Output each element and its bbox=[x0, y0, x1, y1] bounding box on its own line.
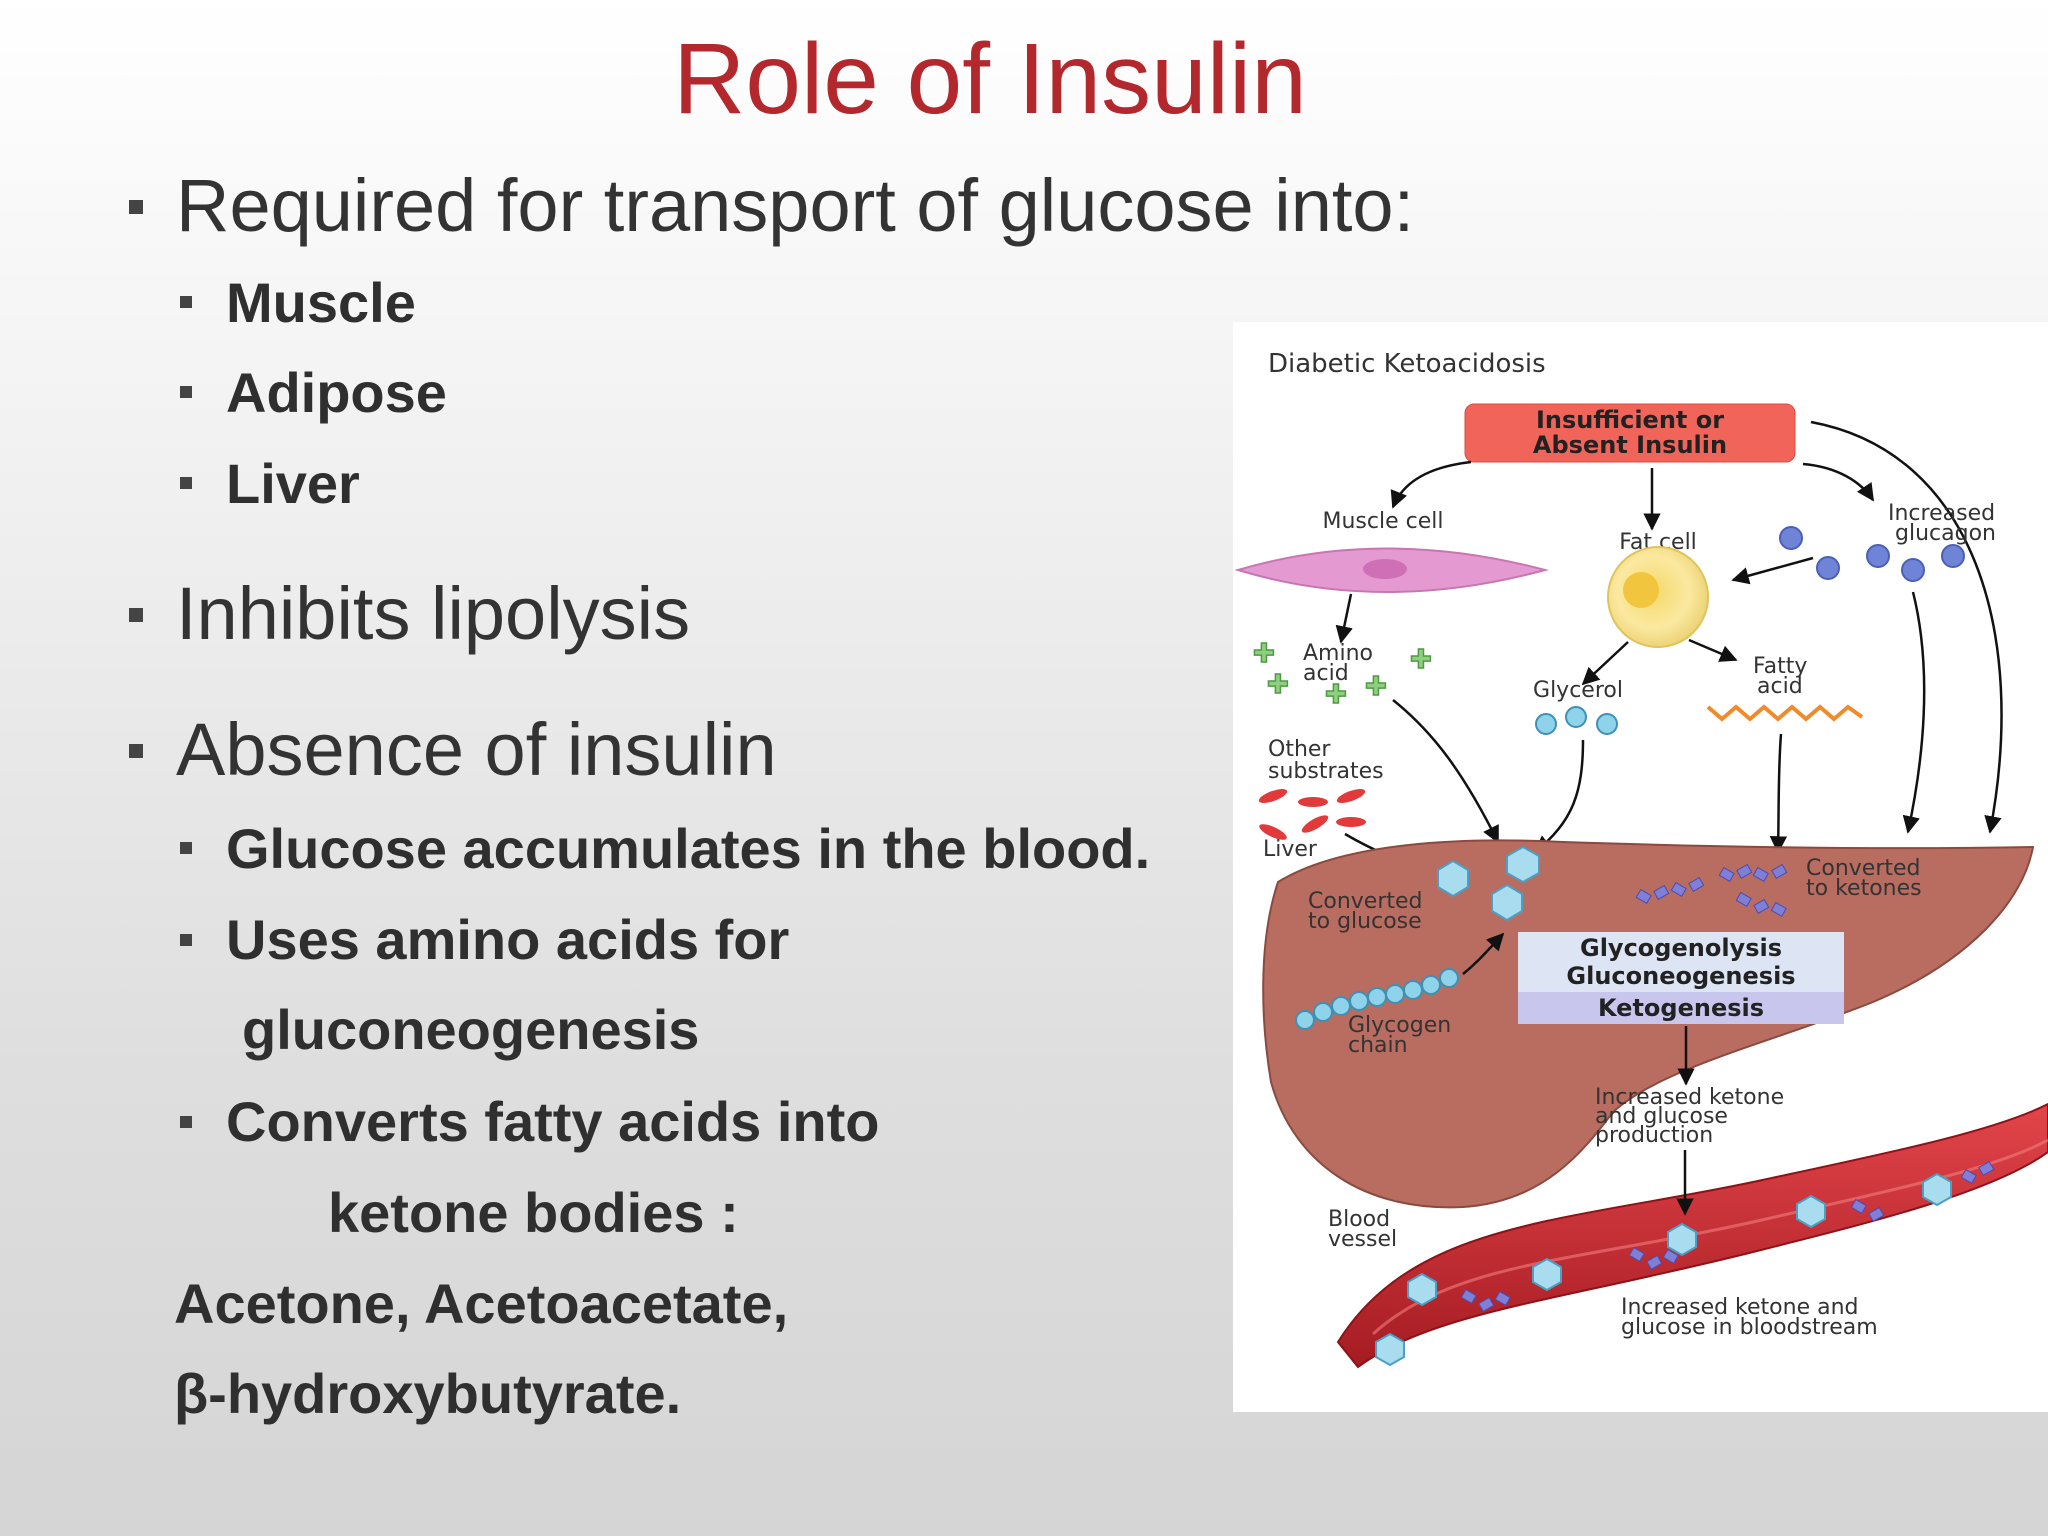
dka-diagram: Diabetic Ketoacidosis Insufficient or Ab… bbox=[1233, 322, 2048, 1412]
glycerol-label: Glycerol bbox=[1533, 678, 1623, 703]
fat-cell-nucleus bbox=[1623, 572, 1659, 608]
insulin-box bbox=[1464, 403, 1796, 463]
blood-vessel-line2: vessel bbox=[1328, 1227, 1397, 1252]
fatty-acid-chain bbox=[1706, 704, 1864, 722]
fatty-acid-line1: Fatty bbox=[1753, 654, 1807, 679]
arrow-fat-to-glycerol bbox=[1581, 641, 1629, 686]
other-substrates-line2: substrates bbox=[1268, 759, 1384, 784]
bullet-liver: Liver bbox=[226, 452, 360, 515]
arrow-to-ketones bbox=[1810, 420, 2003, 834]
insulin-box-line1: Insufficient or bbox=[1536, 406, 1724, 434]
amino-acid-icons: ✚✚✚ ✚✚ bbox=[1252, 638, 1432, 711]
production-line1: Increased ketone bbox=[1595, 1085, 1784, 1110]
liver-ketones bbox=[1635, 863, 1788, 918]
arrow-to-muscle bbox=[1390, 460, 1472, 509]
arrow-fatty-acid-to-liver bbox=[1769, 733, 1788, 854]
glucagon-label-line2: glucagon bbox=[1895, 521, 1996, 546]
bullet-lipolysis: Inhibits lipolysis bbox=[176, 572, 691, 655]
diagram-title: Diabetic Ketoacidosis bbox=[1268, 349, 1546, 379]
glycogen-chain-line1: Glycogen bbox=[1348, 1013, 1451, 1038]
liver-label: Liver bbox=[1263, 837, 1318, 862]
bullet-square-icon bbox=[180, 296, 192, 308]
bloodstream-line2: glucose in bloodstream bbox=[1621, 1315, 1878, 1340]
process-ketogenesis: Ketogenesis bbox=[1598, 994, 1764, 1022]
bullet-square-icon bbox=[180, 842, 192, 854]
svg-text:✚: ✚ bbox=[1365, 672, 1387, 702]
muscle-nucleus bbox=[1363, 559, 1407, 579]
converted-ketones-line2: to ketones bbox=[1806, 876, 1922, 901]
bloodstream-ketones bbox=[1460, 1160, 1995, 1313]
process-gluconeogenesis: Gluconeogenesis bbox=[1566, 962, 1795, 990]
other-substrates-line1: Other bbox=[1268, 737, 1331, 762]
bullet-fatty-acids: Converts fatty acids into bbox=[226, 1090, 880, 1153]
process-box-3 bbox=[1518, 992, 1844, 1024]
fatty-acid-line2: acid bbox=[1757, 674, 1803, 699]
glucagon-molecules bbox=[1779, 526, 1965, 582]
bullet-hydroxybutyrate: β-hydroxybutyrate. bbox=[174, 1362, 682, 1425]
arrow-fat-to-fatty-acid bbox=[1688, 638, 1738, 662]
bullet-amino-acids: Uses amino acids for bbox=[226, 908, 790, 971]
arrow-glycogen-to-glucose bbox=[1462, 932, 1505, 975]
process-box-2 bbox=[1518, 962, 1844, 992]
fat-cell-shape bbox=[1607, 546, 1709, 648]
bullet-transport: Required for transport of glucose into: bbox=[176, 164, 1415, 247]
bullet-muscle: Muscle bbox=[226, 271, 416, 334]
glycogen-chain-line2: chain bbox=[1348, 1033, 1408, 1058]
bloodstream-glucose bbox=[1375, 1172, 1952, 1367]
vessel-highlight bbox=[1371, 1138, 2048, 1336]
svg-text:✚: ✚ bbox=[1410, 645, 1432, 675]
process-box-1 bbox=[1518, 932, 1844, 962]
converted-ketones-line1: Converted bbox=[1806, 856, 1921, 881]
converted-glucose-line1: Converted bbox=[1308, 889, 1423, 914]
bloodstream-line1: Increased ketone and bbox=[1621, 1295, 1859, 1320]
amino-acid-line2: acid bbox=[1303, 661, 1349, 686]
slide-title: Role of Insulin bbox=[673, 23, 1307, 135]
converted-glucose-line2: to glucose bbox=[1308, 909, 1422, 934]
bullet-square-icon bbox=[180, 1116, 192, 1128]
amino-acid-line1: Amino bbox=[1303, 641, 1373, 666]
arrow-glucagon-to-fat bbox=[1731, 556, 1814, 585]
production-line2: and glucose bbox=[1595, 1104, 1728, 1129]
liver-glucose bbox=[1437, 845, 1540, 922]
glycerol-molecules bbox=[1535, 706, 1618, 735]
process-glycogenolysis: Glycogenolysis bbox=[1580, 934, 1782, 962]
bullet-acetone: Acetone, Acetoacetate, bbox=[174, 1272, 789, 1335]
arrow-to-glucagon bbox=[1802, 462, 1875, 502]
bullet-square-icon bbox=[180, 386, 192, 398]
arrow-glucagon-to-liver bbox=[1902, 591, 1926, 834]
bullet-square-icon bbox=[129, 744, 143, 758]
bullet-square-icon bbox=[180, 934, 192, 946]
bullet-amino-acids-cont: gluconeogenesis bbox=[242, 998, 700, 1061]
production-line3: production bbox=[1595, 1123, 1713, 1148]
blood-vessel-line1: Blood bbox=[1328, 1207, 1390, 1232]
bullet-square-icon bbox=[180, 477, 192, 489]
bullet-ketone-bodies: ketone bodies : bbox=[328, 1181, 739, 1244]
arrow-muscle-to-amino bbox=[1335, 593, 1353, 644]
bullet-square-icon bbox=[129, 608, 143, 622]
muscle-cell-label: Muscle cell bbox=[1323, 509, 1444, 534]
glucagon-label-line1: Increased bbox=[1888, 501, 1995, 526]
bullet-glucose-accumulates: Glucose accumulates in the blood. bbox=[226, 817, 1151, 880]
arrow-amino-to-liver bbox=[1392, 699, 1500, 844]
bullet-absence: Absence of insulin bbox=[176, 708, 777, 791]
svg-text:✚: ✚ bbox=[1325, 680, 1347, 710]
glycogen-chain-beads bbox=[1295, 968, 1459, 1030]
insulin-box-line2: Absent Insulin bbox=[1533, 431, 1727, 459]
bullet-adipose: Adipose bbox=[226, 361, 447, 424]
substrate-pills bbox=[1258, 789, 1366, 840]
bullet-square-icon bbox=[129, 200, 143, 214]
svg-text:✚: ✚ bbox=[1267, 670, 1289, 700]
svg-text:✚: ✚ bbox=[1253, 639, 1275, 669]
